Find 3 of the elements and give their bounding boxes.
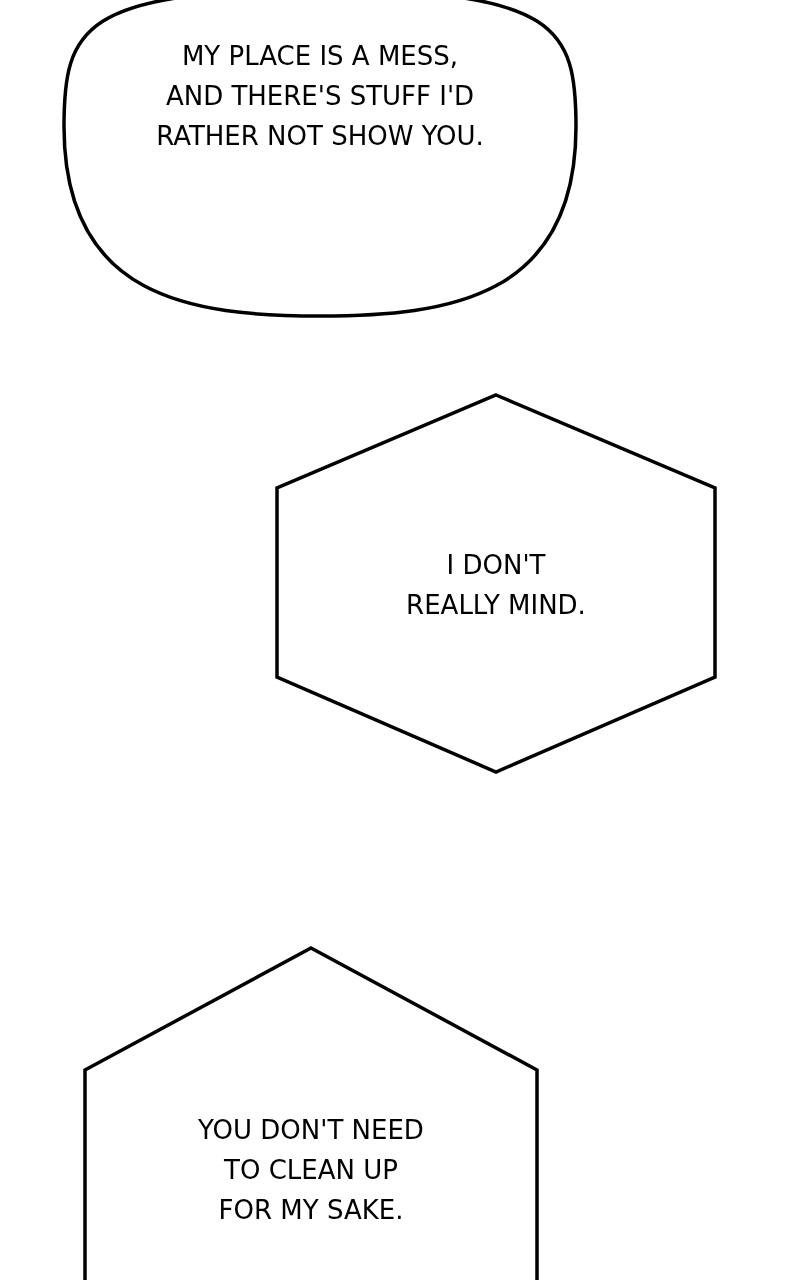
speech-text: MY PLACE IS A MESS, AND THERE'S STUFF I'D RATHER NOT SHOW YOU. <box>155 40 485 153</box>
speech-text: I DON'T REALLY MIND. <box>405 549 587 622</box>
speech-text: YOU DON'T NEED TO CLEAN UP FOR MY SAKE. <box>197 1114 425 1227</box>
